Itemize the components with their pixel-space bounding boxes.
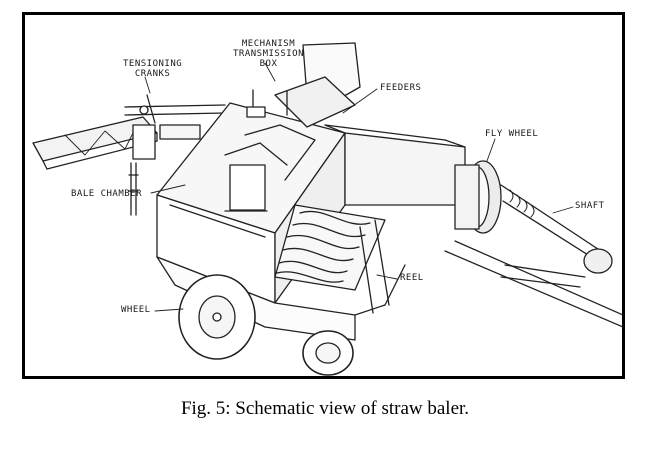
rear-housing [324, 124, 466, 206]
mechanism-transmission-box [224, 42, 361, 212]
label-shaft: SHAFT [575, 201, 605, 211]
reel-part [274, 204, 390, 314]
bale-chamber-rails [32, 104, 226, 170]
fly-wheel-part [454, 160, 502, 234]
label-fly-wheel: FLY WHEEL [485, 129, 539, 139]
label-wheel: WHEEL [121, 305, 151, 315]
label-reel: REEL [400, 273, 424, 283]
leader-lines [144, 62, 574, 312]
figure-caption: Fig. 5: Schematic view of straw baler. [180, 398, 470, 419]
label-tensioning-cranks: TENSIONING CRANKS [123, 59, 183, 79]
label-feeders: FEEDERS [380, 83, 422, 93]
label-mechanism-transmission-box: MECHANISM TRANSMISSION BOX [233, 39, 305, 69]
straw-baler-drawing [32, 42, 622, 376]
wheel-part [178, 274, 354, 376]
figure-frame: TENSIONING CRANKS MECHANISM TRANSMISSION… [22, 12, 625, 379]
shaft-part [444, 184, 622, 328]
tensioning-cranks-part [128, 94, 156, 216]
label-bale-chamber: BALE CHAMBER [71, 189, 143, 199]
